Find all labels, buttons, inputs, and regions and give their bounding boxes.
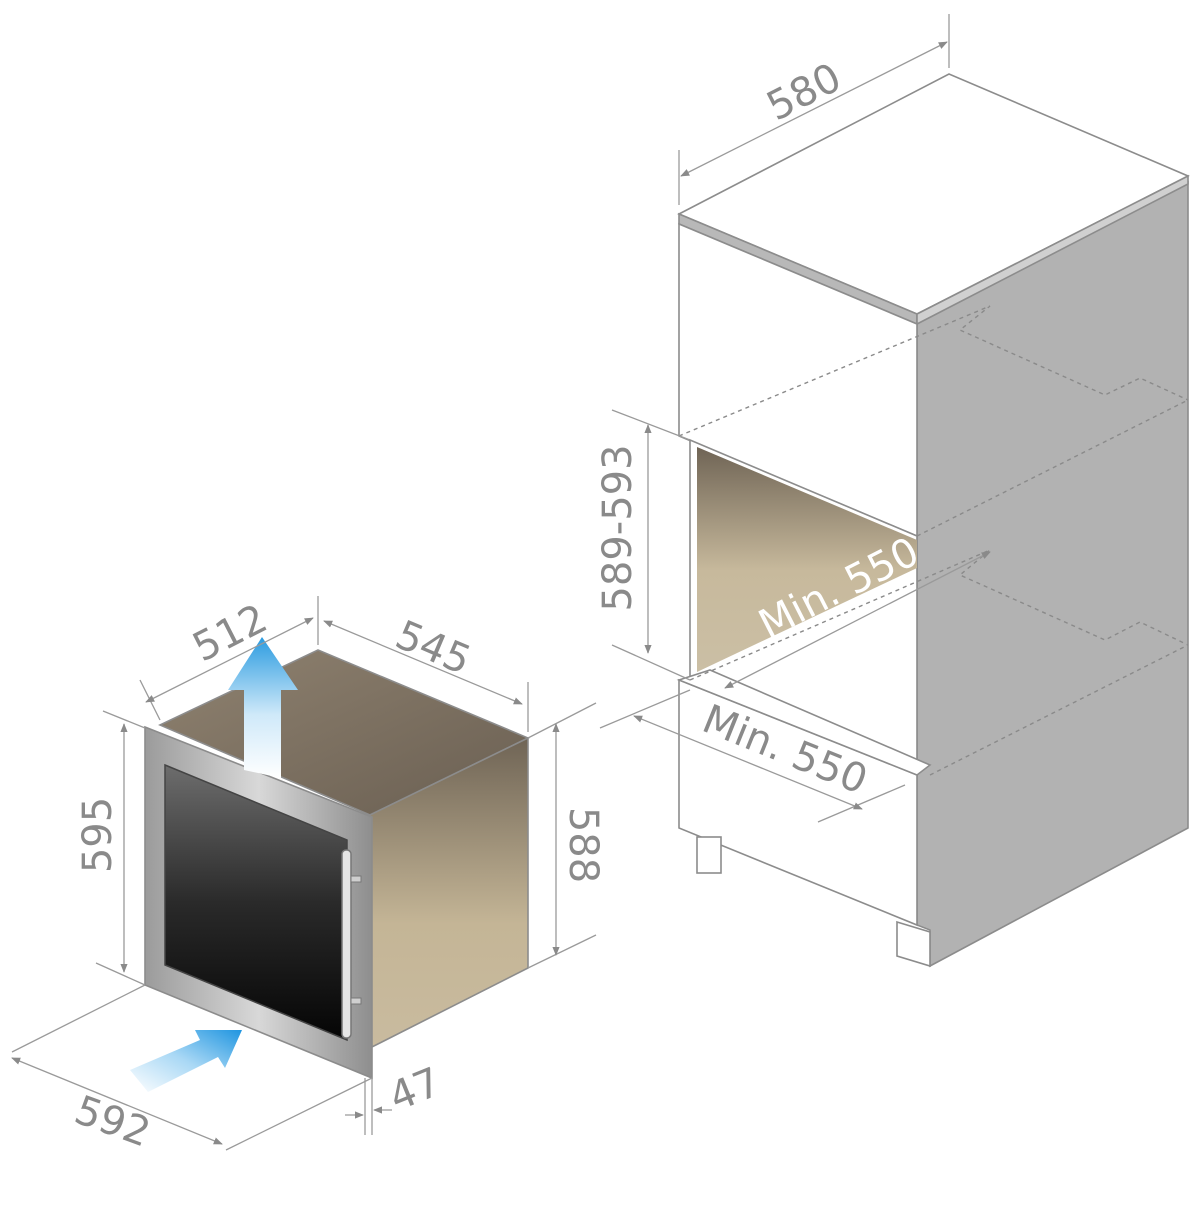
kitchen-cabinet [676,73,1190,968]
dimension-label-unit-front-height: 595 [75,797,121,873]
dimension-label-door-thickness: 47 [383,1059,447,1121]
unit-door-handle [341,849,352,1039]
cabinet-leg-right [896,920,931,968]
unit-dimension-lines [11,596,597,1151]
airflow-in-arrow-icon [130,1030,242,1092]
cabinet-dimension-lines [599,14,991,823]
dimension-label-unit-depth-right: 545 [389,612,477,684]
wine-cooler-unit [144,649,530,1080]
dimension-label-cabinet-width: 580 [760,55,849,131]
dimension-label-unit-side-height: 588 [560,807,606,883]
unit-door-glass [164,763,348,1042]
cabinet-leg-left [696,836,722,874]
dimension-label-unit-width: 592 [69,1087,156,1156]
dimension-label-niche-height: 589-593 [595,444,641,611]
